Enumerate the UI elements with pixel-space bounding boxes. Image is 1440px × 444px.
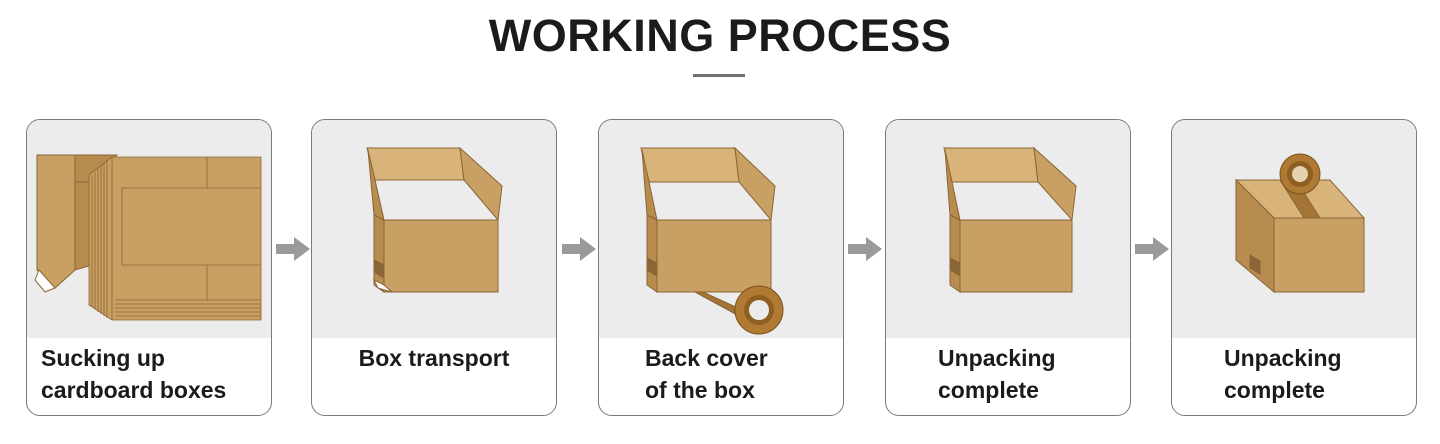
step-card-1: Sucking up cardboard boxes (26, 119, 272, 416)
taped-bottom-box-icon (640, 146, 784, 335)
title-underline (693, 74, 745, 77)
step-label-1-line-1: Sucking up (41, 345, 165, 371)
step-label-3-line-2: of the box (645, 377, 755, 403)
step-card-5: Unpacking complete (1171, 119, 1417, 416)
arrow-right-icon (848, 237, 882, 261)
step-label-3-line-1: Back cover (645, 345, 768, 371)
step-card-4: Unpacking complete (885, 119, 1131, 416)
step-image-1 (27, 120, 271, 338)
step-image-2 (312, 120, 556, 338)
step-image-4 (886, 120, 1130, 338)
step-label-2: Box transport (312, 342, 556, 374)
step-label-5-line-1: Unpacking (1224, 345, 1342, 371)
step-label-1-line-2: cardboard boxes (41, 377, 227, 403)
step-card-3: Back cover of the box (598, 119, 844, 416)
step-card-2: Box transport (311, 119, 557, 416)
tape-sealing-box-icon (1234, 153, 1366, 294)
step-label-5: Unpacking complete (1172, 342, 1416, 406)
open-box-icon (943, 146, 1077, 293)
step-label-2-line-1: Box transport (358, 345, 510, 371)
arrow-right-icon (1135, 237, 1169, 261)
step-label-4-line-1: Unpacking (938, 345, 1056, 371)
step-image-5 (1172, 120, 1416, 338)
step-label-4-line-2: complete (938, 377, 1039, 403)
page-title: WORKING PROCESS (488, 10, 952, 61)
arrow-right-icon (562, 237, 596, 261)
open-box-icon (366, 146, 503, 293)
step-label-3: Back cover of the box (599, 342, 843, 406)
step-image-3 (599, 120, 843, 338)
arrow-right-icon (276, 237, 310, 261)
step-label-4: Unpacking complete (886, 342, 1130, 406)
step-label-1: Sucking up cardboard boxes (27, 342, 271, 406)
flat-cardboard-stack-icon (34, 154, 262, 321)
step-label-5-line-2: complete (1224, 377, 1325, 403)
